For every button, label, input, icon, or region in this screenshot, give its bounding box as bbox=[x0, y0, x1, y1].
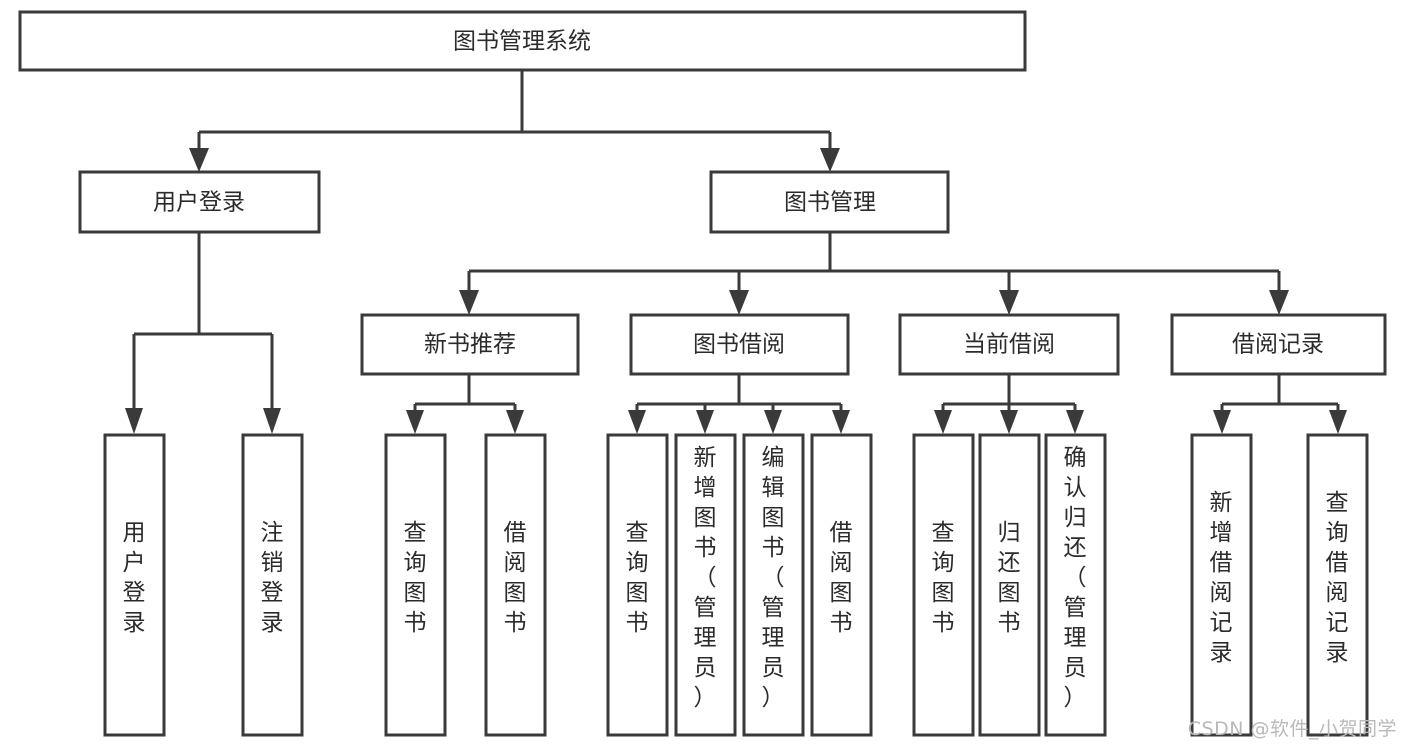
leaf-book-borrow-1-label: 查询图书 bbox=[626, 520, 649, 636]
leaf-borrow-record-1-box[interactable] bbox=[1190, 433, 1253, 737]
arrow-head-book-borrow bbox=[729, 290, 749, 315]
node-book-borrow[interactable]: 图书借阅 bbox=[629, 313, 850, 376]
node-user-login-label: 用户登录 bbox=[153, 190, 245, 216]
leaf-user-login-2-box[interactable] bbox=[241, 433, 304, 737]
leaf-book-borrow-4-box[interactable] bbox=[810, 433, 873, 737]
node-root-box[interactable] bbox=[18, 10, 1027, 72]
arrow-head-leaf-newbook-1 bbox=[406, 410, 424, 434]
leaf-book-borrow-2[interactable]: 新增图书（管理员） bbox=[674, 433, 737, 737]
node-new-book-recommend-box[interactable] bbox=[360, 313, 580, 376]
leaf-current-borrow-1[interactable]: 查询图书 bbox=[912, 433, 975, 737]
leaf-current-borrow-3[interactable]: 确认归还（管理员） bbox=[1044, 433, 1107, 737]
leaf-current-borrow-2[interactable]: 归还图书 bbox=[978, 433, 1041, 737]
node-current-borrow[interactable]: 当前借阅 bbox=[898, 313, 1120, 376]
leaf-current-borrow-1-box[interactable] bbox=[912, 433, 975, 737]
leaf-book-borrow-4[interactable]: 借阅图书 bbox=[810, 433, 873, 737]
leaf-new-book-2-box[interactable] bbox=[484, 433, 547, 737]
leaf-new-book-1-box[interactable] bbox=[384, 433, 447, 737]
arrow-head-book-manage bbox=[820, 148, 840, 172]
leaf-current-borrow-2-label: 归还图书 bbox=[998, 520, 1021, 636]
leaf-new-book-1[interactable]: 查询图书 bbox=[384, 433, 447, 737]
arrow-head-leaf-user-login-2 bbox=[263, 408, 281, 434]
leaf-user-login-1-label: 用户登录 bbox=[123, 520, 146, 636]
node-book-manage[interactable]: 图书管理 bbox=[709, 170, 950, 234]
arrow-head-leaf-borrowrecord-2 bbox=[1329, 410, 1347, 434]
leaf-book-borrow-2-label: 新增图书（管理员） bbox=[694, 445, 717, 711]
arrow-head-leaf-currentborrow-3 bbox=[1066, 410, 1084, 434]
leaf-new-book-2[interactable]: 借阅图书 bbox=[484, 433, 547, 737]
leaf-borrow-record-2-box[interactable] bbox=[1306, 433, 1369, 737]
arrow-head-borrow-record bbox=[1269, 290, 1289, 315]
leaf-book-borrow-4-label: 借阅图书 bbox=[830, 520, 853, 636]
leaf-book-borrow-3[interactable]: 编辑图书（管理员） bbox=[742, 433, 805, 737]
arrow-head-user-login bbox=[189, 148, 209, 172]
arrow-head-current-borrow bbox=[999, 290, 1019, 315]
node-new-book-recommend-label: 新书推荐 bbox=[424, 332, 516, 358]
leaf-current-borrow-3-box[interactable] bbox=[1044, 433, 1107, 737]
leaf-user-login-2[interactable]: 注销登录 bbox=[241, 433, 304, 737]
leaf-book-borrow-1-box[interactable] bbox=[606, 433, 669, 737]
node-book-manage-label: 图书管理 bbox=[784, 190, 876, 216]
leaf-user-login-1-box[interactable] bbox=[103, 433, 166, 737]
leaf-borrow-record-2[interactable]: 查询借阅记录 bbox=[1306, 433, 1369, 737]
node-root[interactable]: 图书管理系统 bbox=[18, 10, 1027, 72]
arrow-head-new-book bbox=[459, 290, 479, 315]
leaf-book-borrow-1[interactable]: 查询图书 bbox=[606, 433, 669, 737]
arrow-head-leaf-borrowrecord-1 bbox=[1213, 410, 1231, 434]
node-book-borrow-box[interactable] bbox=[629, 313, 850, 376]
node-borrow-record-box[interactable] bbox=[1170, 313, 1387, 376]
arrow-head-leaf-bookborrow-2 bbox=[696, 410, 714, 434]
node-book-borrow-label: 图书借阅 bbox=[693, 332, 785, 358]
node-borrow-record[interactable]: 借阅记录 bbox=[1170, 313, 1387, 376]
node-current-borrow-label: 当前借阅 bbox=[963, 332, 1055, 358]
leaf-borrow-record-2-label: 查询借阅记录 bbox=[1326, 490, 1349, 666]
arrow-head-leaf-currentborrow-2 bbox=[1000, 410, 1018, 434]
connector-layer bbox=[125, 70, 1347, 434]
node-user-login[interactable]: 用户登录 bbox=[78, 170, 321, 234]
node-user-login-box[interactable] bbox=[78, 170, 321, 234]
leaf-new-book-1-label: 查询图书 bbox=[404, 520, 427, 636]
node-root-label: 图书管理系统 bbox=[453, 29, 591, 55]
arrow-head-leaf-bookborrow-4 bbox=[832, 410, 850, 434]
leaf-current-borrow-2-box[interactable] bbox=[978, 433, 1041, 737]
leaf-user-login-1[interactable]: 用户登录 bbox=[103, 433, 166, 737]
leaf-current-borrow-1-label: 查询图书 bbox=[932, 520, 955, 636]
node-book-manage-box[interactable] bbox=[709, 170, 950, 234]
leaf-borrow-record-1[interactable]: 新增借阅记录 bbox=[1190, 433, 1253, 737]
leaf-new-book-2-label: 借阅图书 bbox=[504, 520, 527, 636]
node-new-book-recommend[interactable]: 新书推荐 bbox=[360, 313, 580, 376]
node-current-borrow-box[interactable] bbox=[898, 313, 1120, 376]
leaf-book-borrow-3-label: 编辑图书（管理员） bbox=[762, 445, 785, 711]
leaf-book-borrow-2-box[interactable] bbox=[674, 433, 737, 737]
leaf-current-borrow-3-label: 确认归还（管理员） bbox=[1064, 445, 1087, 711]
leaf-book-borrow-3-box[interactable] bbox=[742, 433, 805, 737]
arrow-head-leaf-newbook-2 bbox=[506, 410, 524, 434]
arrow-head-leaf-bookborrow-3 bbox=[764, 410, 782, 434]
arrow-head-leaf-user-login-1 bbox=[125, 408, 143, 434]
leaf-user-login-2-label: 注销登录 bbox=[261, 520, 284, 636]
arrow-head-leaf-currentborrow-1 bbox=[934, 410, 952, 434]
node-borrow-record-label: 借阅记录 bbox=[1232, 332, 1324, 358]
arrow-head-leaf-bookborrow-1 bbox=[628, 410, 646, 434]
leaf-borrow-record-1-label: 新增借阅记录 bbox=[1210, 490, 1233, 666]
